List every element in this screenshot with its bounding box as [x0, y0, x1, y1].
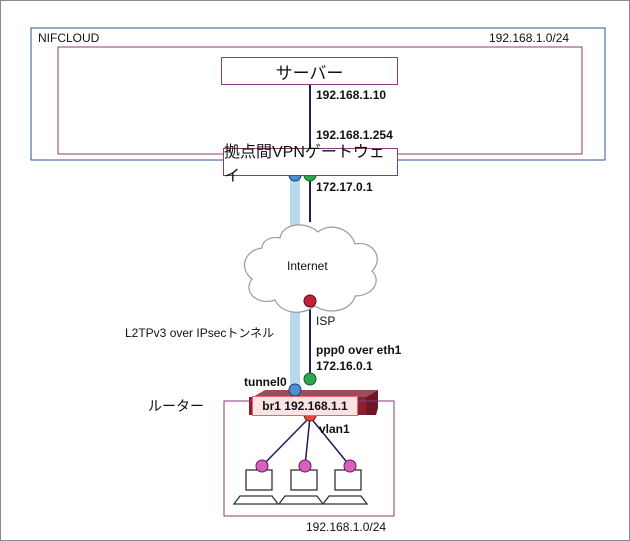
gateway-wan-ip-label: 172.17.0.1 — [316, 180, 373, 194]
vpn-gateway-label: 拠点間VPNゲートウェイ — [224, 144, 385, 185]
server-ip-label: 192.168.1.10 — [316, 88, 387, 102]
isp-label: ISP — [316, 314, 336, 328]
laptop-2 — [277, 469, 325, 505]
server-label: サーバー — [275, 63, 344, 83]
server-box: サーバー — [221, 57, 398, 85]
gateway-lan-ip-label: 192.168.1.254 — [316, 128, 393, 142]
router-wan-node — [303, 372, 317, 386]
laptop-node-1 — [255, 459, 269, 473]
laptop-node-2 — [298, 459, 312, 473]
local-subnet-label: 192.168.1.0/24 — [306, 520, 387, 534]
router-wan-interface-label: ppp0 over eth1 — [316, 343, 402, 357]
router-tunnel-node — [288, 383, 302, 397]
laptop-node-3 — [343, 459, 357, 473]
bridge-label: br1 192.168.1.1 — [262, 399, 348, 413]
router-wan-ip-label: 172.16.0.1 — [316, 359, 373, 373]
internet-label: Internet — [287, 259, 328, 273]
router-label: ルーター — [148, 398, 204, 414]
tunnel-label: L2TPv3 over IPsecトンネル — [125, 326, 275, 340]
cloud-name-label: NIFCLOUD — [38, 31, 100, 45]
isp-node — [303, 294, 317, 308]
cloud-subnet-label: 192.168.1.0/24 — [489, 31, 570, 45]
laptop-3 — [321, 469, 369, 505]
tunnel-interface-label: tunnel0 — [244, 375, 287, 389]
laptop-1 — [232, 469, 280, 505]
vlan-link-1 — [261, 416, 311, 467]
vlan-label: vlan1 — [319, 422, 350, 436]
vlan-link-3 — [309, 416, 351, 467]
internet-cloud — [243, 224, 378, 313]
bridge-box: br1 192.168.1.1 — [252, 396, 358, 416]
vlan-link-2 — [304, 416, 311, 467]
vpn-gateway-box: 拠点間VPNゲートウェイ — [223, 144, 398, 185]
